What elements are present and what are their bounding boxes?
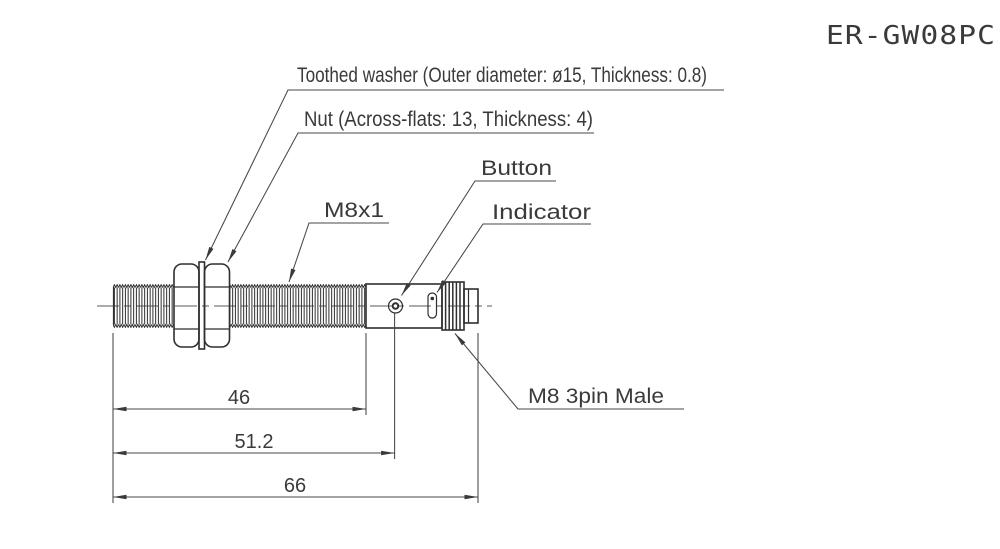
leader-toothed-washer <box>205 89 724 261</box>
connector-end <box>463 288 479 324</box>
dim-text-46: 46 <box>228 387 250 409</box>
leader-indicator <box>436 223 591 293</box>
sensor-body-group <box>112 261 479 350</box>
label-connector: M8 3pin Male <box>528 385 664 408</box>
thread-section-main <box>229 284 366 328</box>
button-symbol <box>387 298 404 314</box>
dim-text-51-2: 51.2 <box>235 431 274 453</box>
label-toothed-washer: Toothed washer (Outer diameter: ø15, Thi… <box>297 64 707 87</box>
connector-rings <box>441 281 465 331</box>
drawing-title: ER-GW08PC <box>826 21 996 51</box>
leader-button <box>401 180 556 296</box>
label-button: Button <box>481 157 552 180</box>
dim-text-66: 66 <box>284 475 306 497</box>
indicator-symbol <box>427 292 438 319</box>
label-nut: Nut (Across-flats: 13, Thickness: 4) <box>304 108 593 131</box>
dimension-lines <box>112 313 479 503</box>
label-thread-spec: M8x1 <box>324 199 384 222</box>
leader-thread-spec <box>288 222 389 283</box>
thread-section-left <box>113 284 174 328</box>
label-indicator: Indicator <box>492 201 591 224</box>
leader-connector <box>454 333 684 410</box>
leader-lines <box>205 89 724 410</box>
leader-nut <box>227 132 594 263</box>
